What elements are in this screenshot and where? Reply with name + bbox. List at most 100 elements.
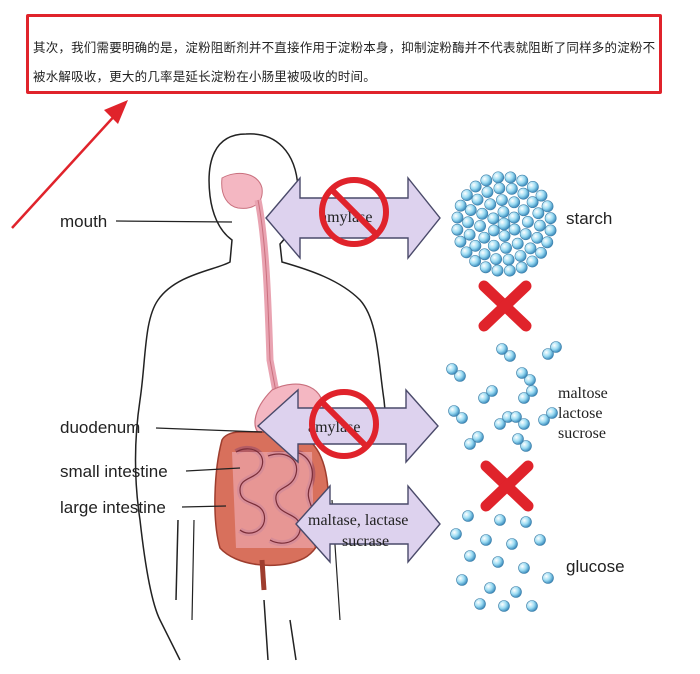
bead xyxy=(544,224,557,237)
bottom-enzyme-arrow xyxy=(295,484,441,564)
bead xyxy=(478,231,491,244)
prohibited-icon xyxy=(309,389,379,459)
bead xyxy=(524,242,537,255)
bead xyxy=(512,433,524,445)
bead xyxy=(518,418,530,430)
bead xyxy=(542,348,554,360)
starch-cluster xyxy=(451,171,557,277)
bead xyxy=(538,414,550,426)
bead xyxy=(535,189,548,202)
bead xyxy=(469,239,482,252)
bead xyxy=(506,538,518,550)
bead xyxy=(534,219,546,232)
prohibited-icon xyxy=(319,177,389,247)
bead xyxy=(471,193,484,206)
bead xyxy=(462,216,474,229)
bead xyxy=(518,392,530,404)
bead xyxy=(493,182,506,195)
glucose-beads xyxy=(450,510,554,612)
mouth-leader xyxy=(115,220,233,223)
bead xyxy=(526,385,538,397)
bottom-enzyme-label-1: maltase, lactase xyxy=(308,512,408,529)
bead xyxy=(496,194,508,206)
bead xyxy=(451,223,464,236)
esophagus-edge xyxy=(257,199,277,393)
bead xyxy=(516,174,529,187)
bead xyxy=(454,235,467,248)
bead xyxy=(496,343,508,355)
bead xyxy=(508,211,521,224)
bead xyxy=(510,586,522,598)
bead xyxy=(500,242,512,254)
bead xyxy=(472,431,484,443)
disaccharide-beads xyxy=(446,341,562,452)
maltose-label: maltose xyxy=(558,385,608,402)
bead xyxy=(484,198,497,211)
bead xyxy=(518,562,530,574)
bead xyxy=(478,392,490,404)
bead xyxy=(476,207,489,220)
bead xyxy=(504,350,516,362)
bead xyxy=(464,550,476,562)
bead xyxy=(451,211,464,224)
bead xyxy=(448,405,460,417)
bead xyxy=(469,255,482,267)
bead xyxy=(494,514,506,526)
duodenum-label: duodenum xyxy=(60,418,140,437)
bead xyxy=(498,230,511,242)
bead xyxy=(446,363,458,375)
bead xyxy=(541,200,554,213)
bead xyxy=(492,556,504,568)
bead xyxy=(505,182,518,195)
bead xyxy=(464,438,476,450)
bead xyxy=(510,411,522,423)
bead xyxy=(497,206,510,218)
bead xyxy=(526,600,538,612)
bead xyxy=(519,228,532,241)
top-amylase-arrow xyxy=(265,176,441,260)
bead xyxy=(508,223,521,236)
bead xyxy=(522,216,534,228)
large-intestine-label: large intestine xyxy=(60,498,166,517)
bead xyxy=(517,204,530,217)
bead xyxy=(486,385,498,397)
bead xyxy=(478,248,491,261)
bead xyxy=(480,174,493,187)
bead xyxy=(503,264,516,277)
cross-icon xyxy=(480,460,534,512)
bead xyxy=(454,370,466,382)
body-outline xyxy=(134,133,387,661)
bead xyxy=(550,341,562,353)
glucose-label: glucose xyxy=(566,557,625,576)
bead xyxy=(456,412,468,424)
large-intestine-leader xyxy=(181,505,227,508)
bead xyxy=(474,598,486,610)
bead xyxy=(481,186,494,198)
duodenum-leader xyxy=(155,427,263,433)
bead xyxy=(526,181,539,193)
bead xyxy=(542,572,554,584)
pointer-arrow xyxy=(11,100,128,229)
esophagus xyxy=(254,199,280,393)
bead xyxy=(516,367,528,379)
bead xyxy=(469,180,482,193)
sucrose-label: sucrose xyxy=(558,425,606,442)
bead xyxy=(504,171,517,184)
bead xyxy=(546,407,558,419)
bead xyxy=(535,246,547,259)
bead xyxy=(508,196,521,209)
bead xyxy=(474,220,486,232)
bead xyxy=(461,189,473,202)
bead xyxy=(517,187,530,200)
bead xyxy=(531,231,544,244)
bead xyxy=(464,204,477,217)
bead xyxy=(520,516,532,528)
bead xyxy=(526,196,539,209)
bead xyxy=(520,440,532,452)
bead xyxy=(462,510,474,522)
caption-highlight-box: 其次，我们需要明确的是，淀粉阻断剂并不直接作用于淀粉本身，抑制淀粉酶并不代表就阻… xyxy=(26,14,662,94)
mouth-label: mouth xyxy=(60,212,107,231)
bead xyxy=(494,418,506,430)
bead xyxy=(491,264,504,277)
